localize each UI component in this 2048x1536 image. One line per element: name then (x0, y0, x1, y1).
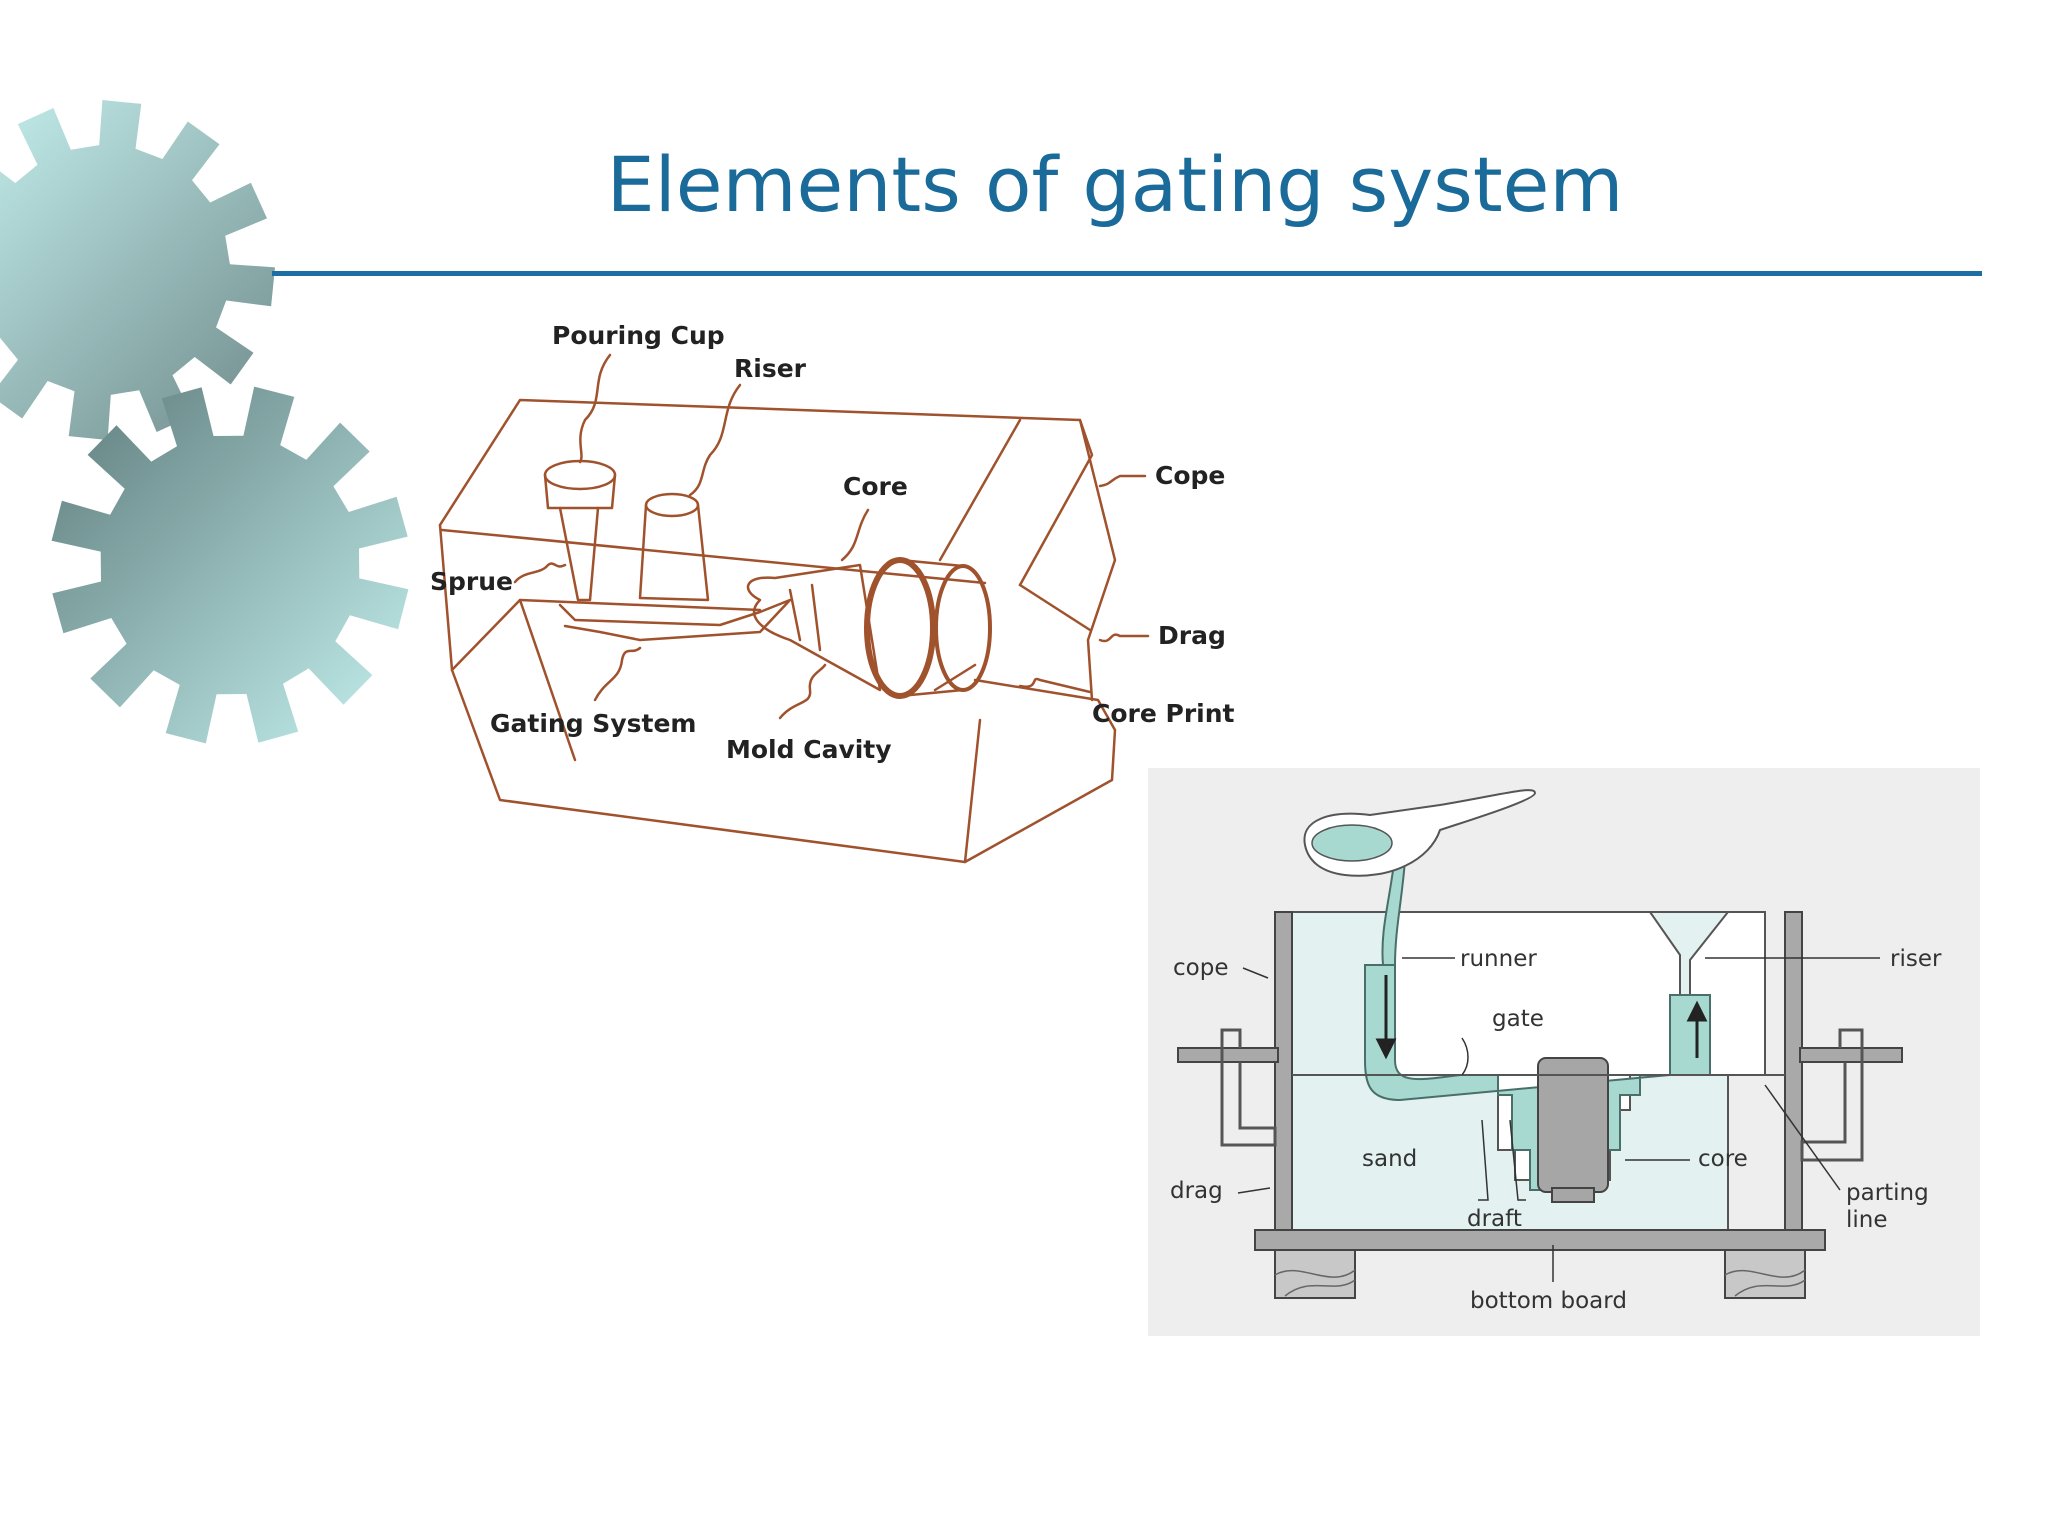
label-pouring-cup: Pouring Cup (552, 321, 725, 350)
flask (1177, 911, 1903, 1231)
label-riser: Riser (734, 354, 807, 383)
flask-handles (1220, 1028, 1864, 1162)
page-title: Elements of gating system (606, 140, 1624, 229)
label-core: Core (843, 472, 908, 501)
label-parting: parting (1846, 1180, 1929, 1206)
label-line: line (1846, 1207, 1888, 1233)
label-cope: Cope (1155, 461, 1225, 490)
core-block (1537, 1057, 1609, 1193)
title-divider (272, 271, 1982, 276)
label-runner: runner (1460, 946, 1537, 972)
board-supports (1274, 1249, 1806, 1299)
flow-arrows (1375, 975, 1708, 1060)
label-sprue: Sprue (430, 567, 513, 596)
ladle (1303, 789, 1537, 877)
label-sand: sand (1362, 1146, 1417, 1172)
gear-icon (51, 386, 409, 744)
label-mold-cavity: Mold Cavity (726, 735, 892, 764)
label-gate: gate (1492, 1006, 1544, 1032)
label-gating-system: Gating System (490, 709, 696, 738)
bottom-board (1254, 1229, 1826, 1251)
gear-icon (0, 100, 275, 440)
mold-box-drawing (438, 353, 1150, 864)
label-core-cs: core (1698, 1146, 1748, 1172)
label-bottom-board: bottom board (1470, 1288, 1627, 1314)
label-drag-cs: drag (1170, 1178, 1223, 1204)
label-drag: Drag (1158, 621, 1226, 650)
label-cope-cs: cope (1173, 955, 1228, 981)
label-core-print: Core Print (1092, 699, 1235, 728)
leader-lines (1237, 957, 1880, 1282)
label-riser-cs: riser (1890, 946, 1942, 972)
label-draft: draft (1467, 1206, 1522, 1232)
gear-shape (51, 386, 409, 744)
gear-shape (0, 100, 275, 440)
